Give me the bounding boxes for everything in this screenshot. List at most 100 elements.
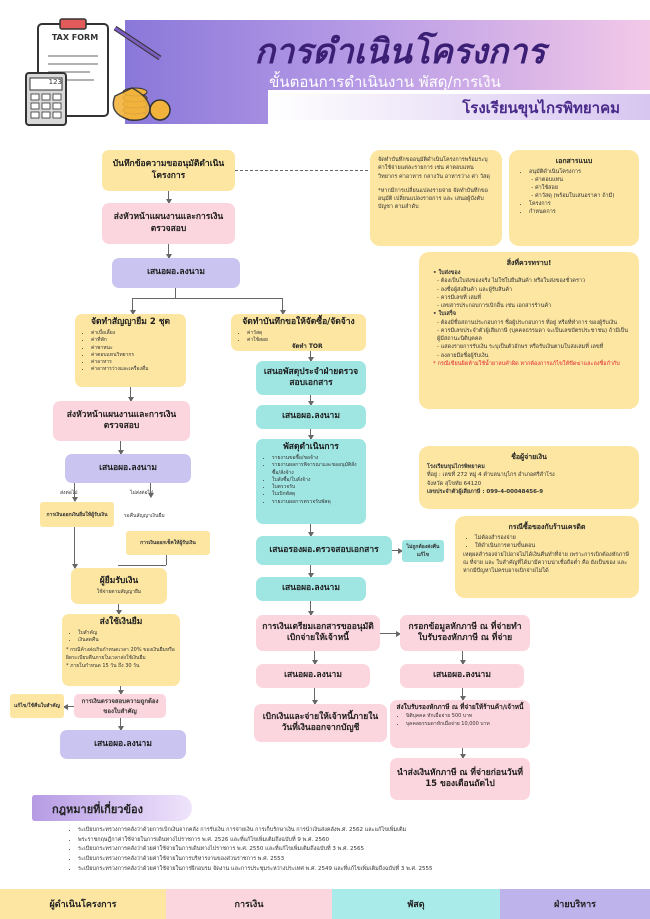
know-panel: สิ่งที่ควรทราบ! • ใบส่งของ - ต้องเป็นใบส… [419,252,639,409]
label-tor: จัดทำ TOR [292,343,323,350]
flow-request-approval: บันทึกข้อความขออนุมัติดำเนินโครงการ [102,150,235,191]
arrow [280,298,286,315]
flow-withholding-tax-form: กรอกข้อมูลหักภาษี ณ ที่จ่ายทำใบรับรองหัก… [400,615,530,651]
know-text-1b: - ลงชื่อผู้ส่งสินค้า และผู้รับสินค้า [437,286,513,293]
flow-supply-process: พัสดุดำเนินการ รายงานขอซื้อ/ขอจ้าง รายงา… [256,439,366,524]
arrow [460,748,466,759]
flow-mid-director-sign-3: เสนอผอ.ลงนาม [256,664,370,688]
flow-right-director-sign: เสนอผอ.ลงนาม [400,664,524,688]
tax-id: เลขประจำตัวผู้เสียภาษี : 099-4-00048456-… [427,488,544,495]
arrow [308,565,314,578]
arrow [116,604,122,615]
flow-repay-loan: ส่งใช้เงินยืม ใบสำคัญ เงินสดคืน * กรณีค้… [62,614,180,686]
tax-items-list: นิติบุคคล หักเมื่อจ่าย 500 บาท บุคคลธรรม… [394,713,490,728]
address-line-1: ที่อยู่ : เลขที่ 272 หมู่ 4 ตำบลนาบุไกร … [427,472,555,479]
know-heading-1: • ใบส่งของ [433,270,461,276]
credit-list: ไม่ต้องสำรองจ่าย ให้ดำเนินการตามขั้นตอน [463,535,631,551]
connector [132,298,282,299]
credit-text: เหตุผลสำรองจ่ายไปอาจไม่ได้เงินคืนทำที่จ่… [463,551,630,575]
address-panel: ชื่อผู้จ่ายเงิน โรงเรียนขุนไกรพิทยาคม ที… [419,446,639,509]
flow-deputy-check-docs: เสนอรองผอ.ตรวจสอบเอกสาร [256,536,392,565]
arrow [308,429,314,440]
arrow [166,244,172,259]
docs-list: อนุมัติดำเนินโครงการ ค่าตอบแทน ค่าใช้สอย… [517,169,631,217]
calculator-display: 123 [48,78,62,86]
flow-fix-receipts: แก้ไข/ใช้คืนใบสำคัญ [10,694,64,718]
flow-supply-check-docs: เสนอพัสดุประจำฝ่ายตรวจสอบเอกสาร [256,361,366,395]
law-item: ระเบียบกระทรวงการคลังว่าด้วยค่าใช้จ่ายใน… [78,865,638,875]
law-item: ระเบียบกระทรวงการคลังว่าด้วยค่าใช้จ่ายใน… [78,845,638,855]
label-forward: ส่งต่อไป [60,490,78,496]
laws-title-bar [32,795,192,821]
know-text-2c: - แสดงรายการรับเงิน ระบุเป็นตัวอักษร หรื… [437,344,604,351]
arrow [312,651,318,665]
docs-title: เอกสารแนบ [555,157,593,165]
flow-finance-verify-receipts: การเงินตรวจสอบความถูกต้องของใบสำคัญ [74,694,166,718]
arrow [72,483,78,502]
know-warning: * กรณีเขียนผิดห้ามใช้น้ำยาลบคำผิด หากต้อ… [433,360,620,367]
arrow [460,688,466,701]
flow-director-sign: เสนอผอ.ลงนาม [112,258,240,288]
arrow [380,631,401,637]
flow-procurement-request: จัดทำบันทึกขอให้จัดซื้อ/จัดจ้าง ค่าวัสดุ… [231,314,366,351]
dash-note-text-2: *หากมีการเปลี่ยนแปลงรายจ่าย จัดทำบันทึกข… [378,187,488,211]
flow-mid-director-sign-2: เสนอผอ.ลงนาม [256,577,366,601]
arrow [308,601,314,616]
flow-borrower-receive: ผู้ยืมรับเงิน ใช้จ่ายตามสัญญายืม [71,568,167,604]
dash-note-panel: จัดทำบันทึกขออนุมัติดำเนินโครงการพร้อมระ… [370,150,502,246]
legend-supply: พัสดุ [332,889,500,919]
arrow [308,351,314,362]
know-text-1d: - เลขสารประกอบการเบิกอื่น เช่น เอกสารร้า… [437,303,552,309]
arrow [118,441,124,455]
know-text-1: - ต้องเป็นใบส่งของจริง ไม่ใช่ใบยืนสินค้า… [437,278,586,285]
arrow [166,191,172,204]
loan-items-list: ค่าเบี้ยเลี้ยง ค่าที่พัก ค่าพาหนะ ค่าตอบ… [79,330,149,374]
arrow [460,651,466,665]
arrow [130,298,136,315]
flow-finance-prepare-payment: การเงินเตรียมเอกสารขออนุมัติเบิกจ่ายให้เ… [256,615,380,651]
credit-panel: กรณีซื้อของกับร้านเครดิต ไม่ต้องสำรองจ่า… [455,516,639,598]
arrow [63,704,74,710]
flow-finance-issue-cheque: การเงินออกเช็คให้ผู้รับเงิน [126,531,210,555]
connector [118,565,166,566]
know-text-2b: - ควรมีเลขประจำตัวผู้เสียภาษี (บุคคลธรรม… [437,327,629,342]
laws-list: ระเบียบกระทรวงการคลังว่าด้วยการเบิกเงินจ… [66,826,638,874]
label-not-forward: ไม่ส่งต่อไป [130,490,154,496]
arrow [312,688,318,705]
flow-finance-issue-loan: การเงินออกเงินยืมให้ผู้รับเงิน [40,502,114,527]
flow-plan-finance-check: ส่งหัวหน้าแผนงานและการเงินตรวจสอบ [102,203,235,244]
arrow [118,686,124,695]
know-text-2: - ต้องมีชื่อสถานประกอบการ ชื่อผู้ประกอบก… [437,319,618,326]
school-name: โรงเรียนขุนไกรพิทยาคม [462,99,620,117]
connector [175,288,176,298]
law-item: พระราชกฤษฎีกาค่าใช้จ่ายในการเดินทางไปราช… [78,836,638,846]
tax-form-label: TAX FORM [51,33,99,42]
flow-left-final-sign: เสนอผอ.ลงนาม [60,730,186,759]
law-item: ระเบียบกระทรวงการคลังว่าด้วยการเบิกเงินจ… [78,826,638,836]
flow-left-director-sign: เสนอผอ.ลงนาม [65,454,191,483]
arrow [128,387,134,402]
legend-project-owner: ผู้ดำเนินโครงการ [0,889,166,919]
arrow [148,483,154,498]
flow-mid-director-sign: เสนอผอ.ลงนาม [256,405,366,429]
repay-items-list: ใบสำคัญ เงินสดคืน [66,630,99,645]
legend-finance: การเงิน [166,889,332,919]
arrow [118,718,124,731]
page-subtitle: ขั้นตอนการดำเนินงาน พัสดุ/การเงิน [269,73,501,91]
arrow [72,527,78,569]
flow-pay-creditor: เบิกเงินและจ่ายให้เจ้าหนี้ภายในวันที่เงิ… [254,704,387,742]
page-title: การดำเนินโครงการ [254,32,546,72]
know-title: สิ่งที่ควรทราบ! [506,259,552,267]
address-line-2: จังหวัด สุโขทัย 64120 [427,480,482,487]
dash-note-text: จัดทำบันทึกขออนุมัติดำเนินโครงการพร้อมระ… [378,157,490,180]
flow-left-plan-check: ส่งหัวหน้าแผนงานและการเงินตรวจสอบ [53,401,190,441]
arrow [308,395,314,406]
dashed-connector [235,170,368,171]
address-title: ชื่อผู้จ่ายเงิน [511,453,547,461]
know-text-2d: - ลงลายมือชื่อผู้รับเงิน [437,352,489,359]
label-await-return: รอคืนสัญญาเงินยืม [124,513,165,519]
know-heading-2: • ใบเสร็จ [433,311,457,318]
address-name: โรงเรียนขุนไกรพิทยาคม [427,464,485,470]
flow-send-tax-certificate: ส่งใบรับรองหักภาษี ณ ที่จ่ายให้ร้านค้า/เ… [390,700,530,748]
credit-title: กรณีซื้อของกับร้านเครดิต [508,523,586,531]
